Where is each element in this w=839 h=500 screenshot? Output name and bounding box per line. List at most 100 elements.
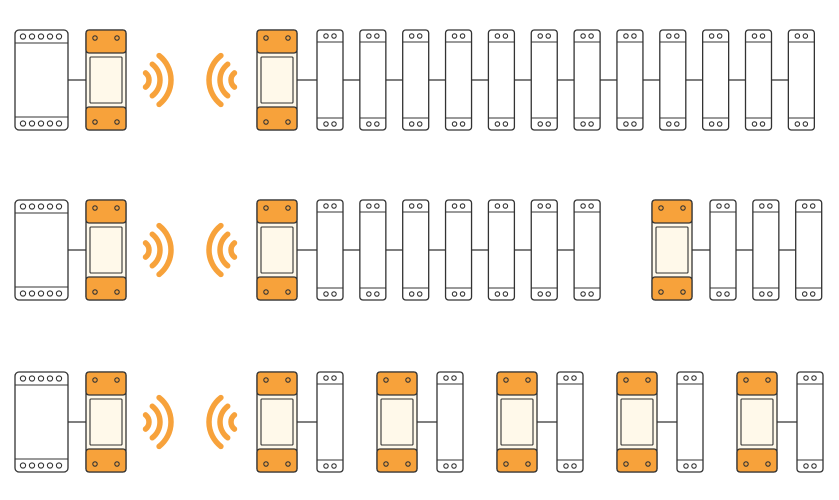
signal-wave-arc xyxy=(217,403,231,441)
terminal-screw-icon xyxy=(408,121,415,127)
unit-body xyxy=(530,199,558,301)
terminal-screw-icon xyxy=(323,375,329,381)
terminal-screw-icon xyxy=(691,375,697,381)
terminal-screw-icon xyxy=(811,463,817,469)
signal-wave-arc xyxy=(228,70,238,90)
row-2-chain xyxy=(14,199,823,301)
terminal-screw-icon xyxy=(92,119,98,125)
module-bottom-terminal xyxy=(651,276,693,301)
unit-body xyxy=(702,29,730,131)
terminal-screw-icon xyxy=(323,291,329,297)
terminal-screw-icon xyxy=(708,33,715,39)
terminal-screw-icon xyxy=(537,121,543,127)
terminal-screw-icon xyxy=(46,462,54,469)
unit-body xyxy=(316,371,344,473)
terminal-screw-icon xyxy=(716,33,723,39)
terminal-screw-icon xyxy=(563,463,569,469)
terminal-screw-icon xyxy=(666,33,672,39)
terminal-screw-icon xyxy=(28,290,36,297)
terminal-screw-icon xyxy=(724,291,730,297)
terminal-screw-icon xyxy=(331,463,337,469)
unit-body xyxy=(487,29,516,131)
module-top-terminal xyxy=(616,371,658,396)
terminal-screw-icon xyxy=(408,203,415,209)
module-bottom-terminal xyxy=(376,448,418,473)
terminal-screw-icon xyxy=(631,121,637,127)
terminal-screw-icon xyxy=(92,377,98,383)
terminal-screw-icon xyxy=(46,120,54,127)
terminal-screw-icon xyxy=(502,291,509,297)
unit-body xyxy=(744,29,773,131)
terminal-screw-icon xyxy=(571,375,577,381)
terminal-screw-icon xyxy=(37,120,45,127)
terminal-screw-icon xyxy=(743,461,749,467)
terminal-screw-icon xyxy=(46,203,54,210)
terminal-screw-icon xyxy=(408,291,415,297)
signal-wave-arc xyxy=(206,222,224,278)
terminal-screw-icon xyxy=(803,375,809,381)
terminal-screw-icon xyxy=(55,33,63,40)
terminal-screw-icon xyxy=(801,203,808,209)
terminal-screw-icon xyxy=(683,463,689,469)
terminal-screw-icon xyxy=(794,121,801,127)
terminal-screw-icon xyxy=(588,203,594,209)
signal-wave-arc xyxy=(142,240,152,260)
terminal-screw-icon xyxy=(743,377,749,383)
terminal-screw-icon xyxy=(383,461,389,467)
terminal-screw-icon xyxy=(502,121,509,127)
signal-in-icon xyxy=(206,222,238,278)
terminal-screw-icon xyxy=(37,290,45,297)
terminal-screw-icon xyxy=(55,120,63,127)
terminal-screw-icon xyxy=(494,121,501,127)
terminal-screw-icon xyxy=(28,375,36,382)
terminal-screw-icon xyxy=(285,205,291,211)
terminal-screw-icon xyxy=(114,35,120,41)
signal-wave-arc xyxy=(217,61,231,99)
terminal-screw-icon xyxy=(708,121,715,127)
terminal-screw-icon xyxy=(19,33,27,40)
signal-in-icon xyxy=(206,52,238,108)
terminal-screw-icon xyxy=(580,291,586,297)
unit-body xyxy=(573,29,601,131)
terminal-screw-icon xyxy=(263,35,269,41)
terminal-screw-icon xyxy=(331,291,337,297)
signal-wave-arc xyxy=(156,222,174,278)
terminal-screw-icon xyxy=(114,205,120,211)
terminal-screw-icon xyxy=(366,33,372,39)
module-top-terminal xyxy=(376,371,418,396)
terminal-screw-icon xyxy=(28,462,36,469)
terminal-screw-icon xyxy=(588,291,594,297)
terminal-screw-icon xyxy=(623,461,629,467)
terminal-screw-icon xyxy=(545,121,551,127)
terminal-screw-icon xyxy=(759,203,765,209)
signal-wave-arc xyxy=(142,70,152,90)
terminal-screw-icon xyxy=(19,375,27,382)
terminal-screw-icon xyxy=(323,121,329,127)
terminal-screw-icon xyxy=(809,203,816,209)
signal-wave-arc xyxy=(217,231,231,269)
module-label-window xyxy=(380,398,414,446)
row-3-chain xyxy=(14,371,824,473)
terminal-screw-icon xyxy=(716,203,722,209)
terminal-screw-icon xyxy=(503,461,509,467)
terminal-screw-icon xyxy=(801,291,808,297)
terminal-screw-icon xyxy=(802,121,809,127)
terminal-screw-icon xyxy=(765,461,771,467)
module-label-window xyxy=(740,398,774,446)
unit-body xyxy=(402,199,430,301)
controller-body xyxy=(14,199,69,301)
terminal-screw-icon xyxy=(55,290,63,297)
terminal-screw-icon xyxy=(494,203,501,209)
unit-body xyxy=(487,199,516,301)
terminal-screw-icon xyxy=(451,121,458,127)
module-label-window xyxy=(655,226,689,274)
terminal-screw-icon xyxy=(545,203,551,209)
module-bottom-terminal xyxy=(85,448,127,473)
terminal-screw-icon xyxy=(751,33,758,39)
terminal-screw-icon xyxy=(366,203,372,209)
module-label-window xyxy=(620,398,654,446)
unit-body xyxy=(316,199,344,301)
terminal-screw-icon xyxy=(55,203,63,210)
terminal-screw-icon xyxy=(459,203,466,209)
